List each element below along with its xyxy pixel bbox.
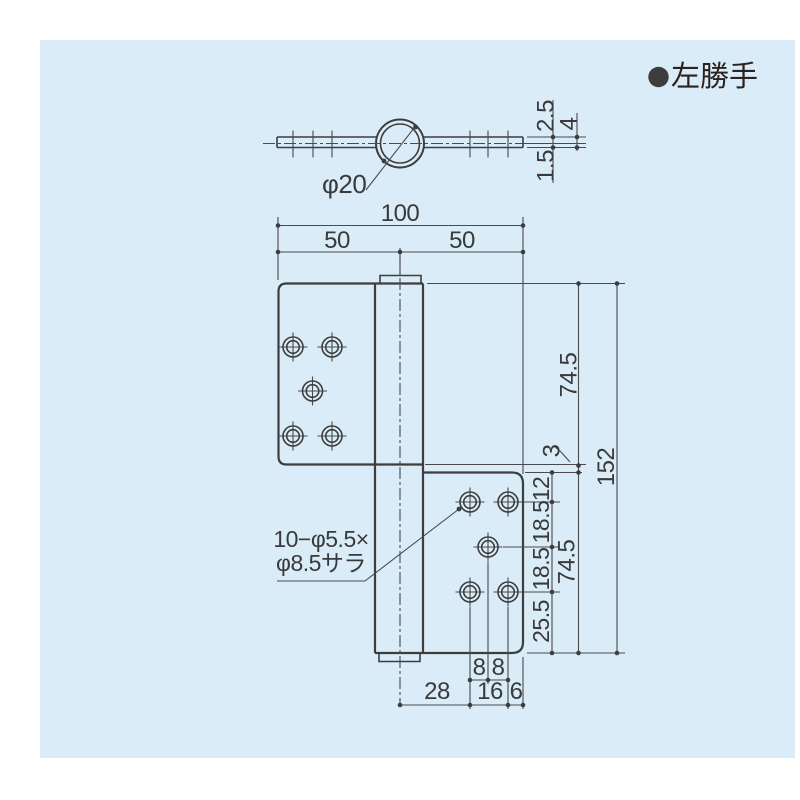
dim-hole-offset-bottom: 25.5 [528,600,554,643]
hole-note-callout: 10−φ5.5× φ8.5サラ [273,506,462,582]
dim-overall-width: 100 [381,200,420,227]
dim-hole-pitch-upper: 18.5 [528,501,554,544]
lower-leaf-outline [423,471,525,655]
dim-left-leaf-width: 50 [324,227,350,254]
hole-note-line1: 10−φ5.5× [273,526,368,552]
top-view: φ20 2.5 4 1.5 [263,100,586,199]
handing-bullet-icon [648,66,669,88]
height-dimensions: 74.5 3 152 12 18.5 18.5 25.5 74.5 [425,281,625,656]
pin-diameter-label: φ20 [322,169,366,199]
dim-hole-edge-offset: 6 [510,678,523,705]
hinge-body [277,257,525,706]
dim-leaf-gap: 3 [539,444,566,457]
dim-center-to-hole-column: 28 [424,678,450,705]
dim-right-leaf-width: 50 [449,227,475,254]
hole-note-line2: φ8.5サラ [276,550,366,576]
dim-lower-leaf-height: 74.5 [554,539,581,584]
dim-upper-leaf-height: 74.5 [556,352,583,397]
pin-diameter-callout: φ20 [322,124,418,199]
dim-hole-pitch-lower: 18.5 [528,548,554,591]
handing-header: 左勝手 [648,60,758,93]
dim-thickness-total: 4 [556,117,583,130]
dim-hole-column-span: 16 [477,678,503,705]
dim-hole-spacing-left: 8 [473,654,486,681]
dim-hole-offset-top: 12 [528,477,554,502]
width-dimensions: 100 50 50 [275,200,526,474]
front-view: 100 50 50 [273,200,625,709]
upper-leaf-outline [277,282,423,466]
dim-hole-spacing-right: 8 [492,654,505,681]
handing-label: 左勝手 [671,60,758,93]
top-view-thickness-dims: 2.5 4 1.5 [527,100,586,183]
dim-overall-height: 152 [593,448,620,487]
dim-thickness-below-center: 1.5 [533,150,560,182]
dim-thickness-above-center: 2.5 [533,100,560,132]
pin-top-cap [379,274,422,283]
bottom-dimensions: 8 8 28 16 6 [397,562,526,709]
